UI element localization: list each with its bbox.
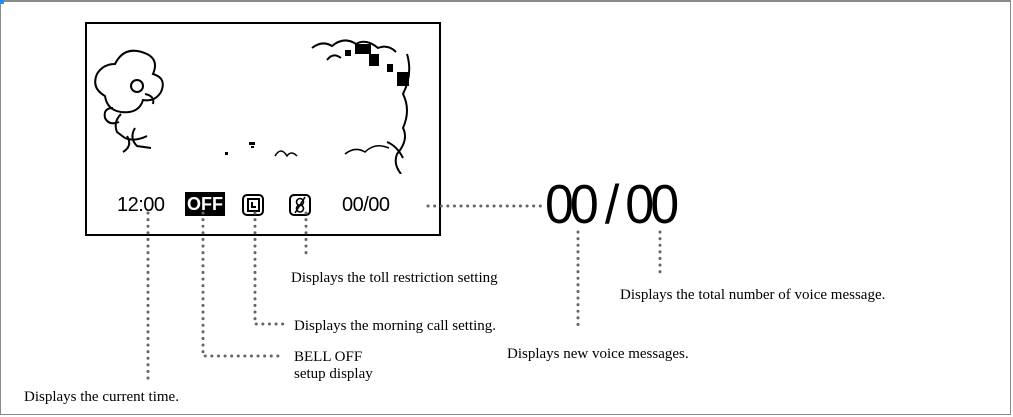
bell-off-badge: OFF <box>185 192 225 216</box>
separator: / <box>604 174 620 236</box>
current-time-caption: Displays the current time. <box>24 389 179 405</box>
lcd-screen: 12:00 OFF 00/00 <box>85 22 441 236</box>
morning-call-caption: Displays the morning call setting. <box>294 318 497 334</box>
total-messages-caption: Displays the total number of voice messa… <box>620 287 886 303</box>
message-count: 00/00 <box>342 194 390 216</box>
total-messages-value: 00 <box>625 174 679 236</box>
bell-off-caption-line2: setup display <box>294 366 373 382</box>
toll-restriction-caption: Displays the toll restriction setting <box>291 270 498 286</box>
new-messages-caption: Displays new voice messages. <box>507 346 689 362</box>
no-toll-icon <box>289 194 311 216</box>
corner-mark <box>0 0 4 4</box>
bell-off-caption-line1: BELL OFF <box>294 349 363 365</box>
enlarged-message-display: 00/00 <box>545 174 679 236</box>
cartoon-character-icon <box>94 39 411 174</box>
new-messages-value: 00 <box>545 174 599 236</box>
clock-icon <box>242 194 264 216</box>
current-time: 12:00 <box>117 194 165 216</box>
